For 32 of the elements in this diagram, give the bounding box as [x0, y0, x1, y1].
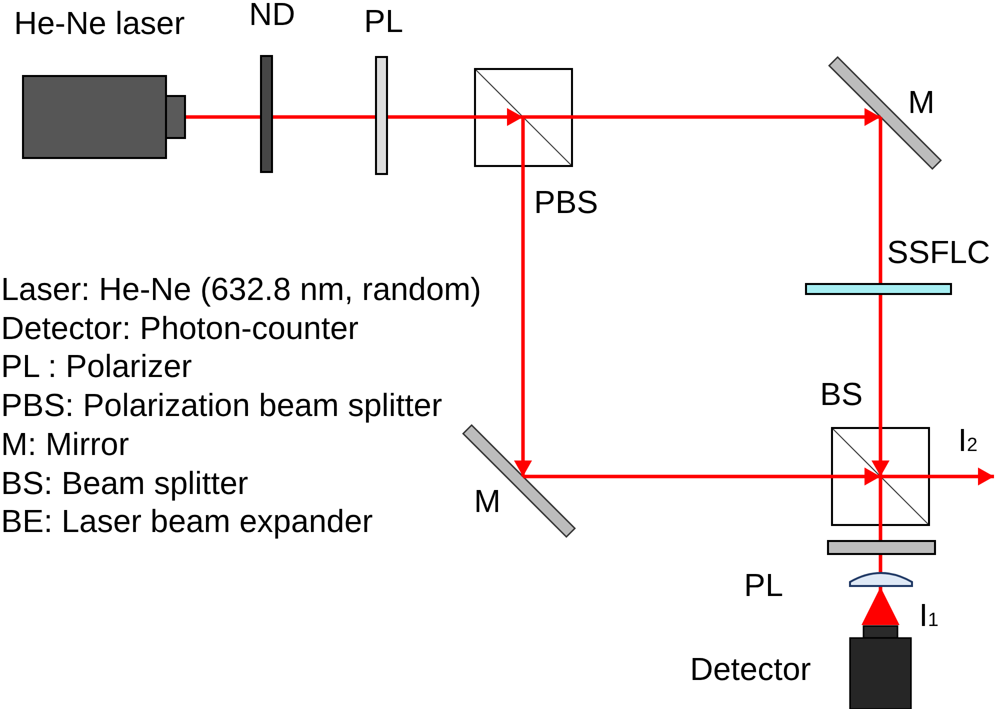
- lens: [849, 572, 913, 587]
- note-text: Detector: Photon-counter: [1, 312, 359, 344]
- laser-beam: [388, 108, 523, 126]
- component-label: Detector: [690, 653, 811, 685]
- component-label: PL: [364, 5, 404, 37]
- note-text: PL : Polarizer: [1, 350, 192, 382]
- laser-beam: [880, 468, 994, 486]
- component-label: M: [908, 86, 935, 118]
- component-label: PL: [744, 569, 784, 601]
- note-text: Laser: He-Ne (632.8 nm, random): [1, 273, 482, 305]
- laser-beam: [523, 108, 880, 126]
- note-text: BE: Laser beam expander: [1, 505, 373, 538]
- component-label: ND: [249, 0, 296, 30]
- component-label: He-Ne laser: [14, 7, 185, 39]
- component-label: SSFLC: [887, 236, 990, 268]
- note-text: PBS: Polarization beam splitter: [1, 389, 442, 422]
- laser-beam: [878, 117, 882, 283]
- mirror: [462, 424, 575, 537]
- note-text: M: Mirror: [1, 428, 129, 460]
- mirror: [828, 56, 941, 169]
- laser-beam: [872, 295, 890, 476]
- laser-beam: [862, 587, 900, 625]
- laser-beam: [514, 117, 532, 476]
- laser-beam: [273, 115, 375, 119]
- laser-beam: [878, 555, 882, 572]
- laser-beam: [523, 468, 880, 486]
- component-label: BS: [820, 378, 863, 410]
- component-label: M: [474, 484, 501, 517]
- component-label: PBS: [534, 186, 598, 218]
- note-text: BS: Beam splitter: [1, 466, 248, 498]
- laser-beam: [878, 476, 882, 540]
- laser-beam: [186, 115, 260, 119]
